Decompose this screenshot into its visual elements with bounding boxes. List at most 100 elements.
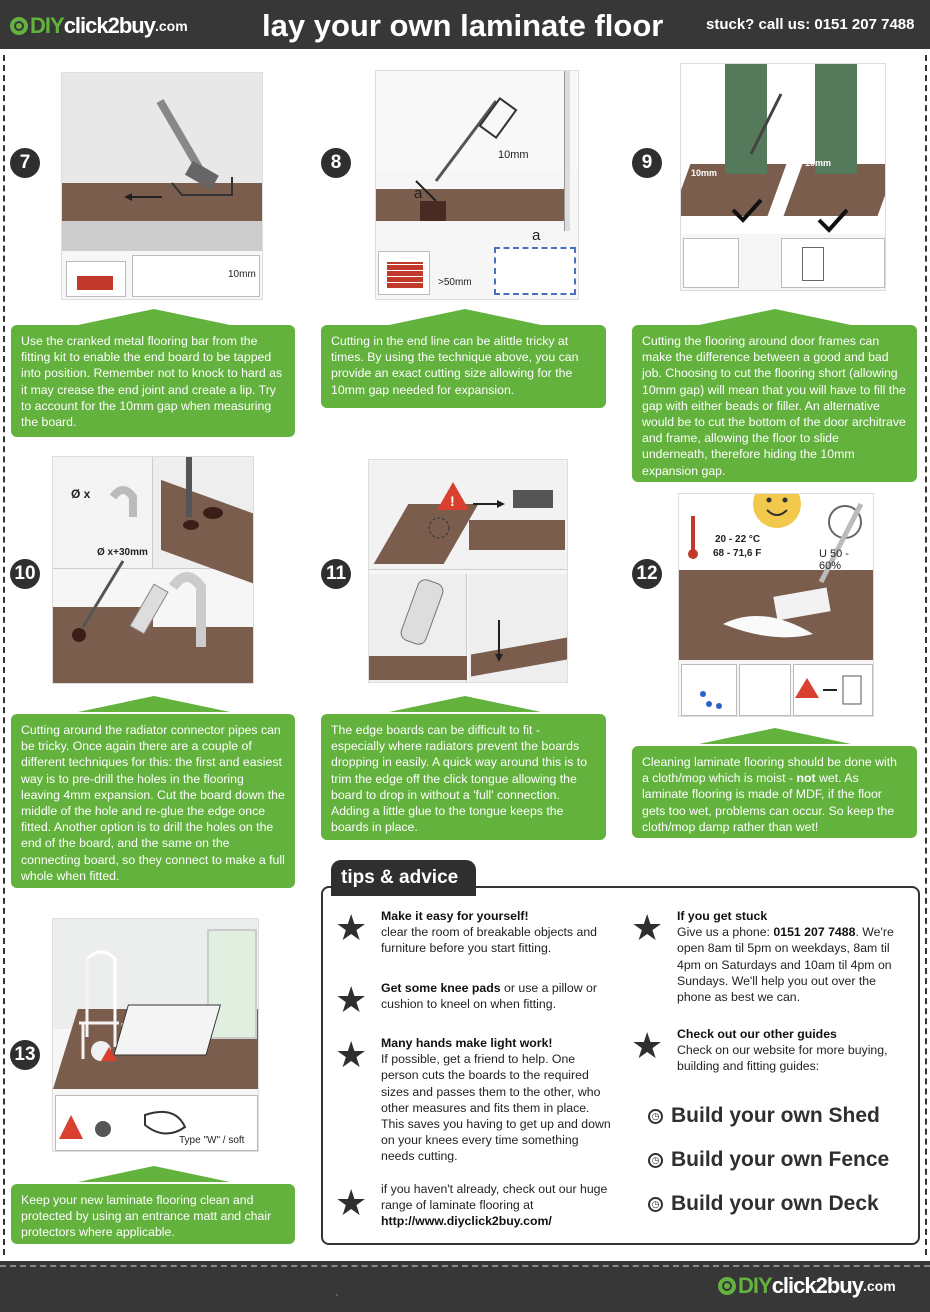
step-13-illustration: Type "W" / soft: [52, 918, 259, 1152]
tip-1-star-icon: ★: [335, 907, 368, 948]
step-10-illustration: Ø x Ø x+30mm: [52, 456, 254, 684]
logo-suffix: .com: [154, 18, 188, 34]
step-8-label-a1: a: [414, 185, 423, 202]
guide-deck-label: Build your own Deck: [671, 1192, 879, 1215]
logo-ring-icon: [718, 1277, 736, 1295]
step-7-inset-left: [66, 261, 126, 297]
guide-link-fence[interactable]: ◷ Build your own Fence: [648, 1148, 889, 1172]
tips-panel: [321, 886, 920, 1245]
checkmark-icon: [731, 93, 849, 233]
step-12-inset-1: [681, 664, 737, 716]
tip-5-star-icon: ★: [631, 907, 664, 948]
logo-prefix: DIY: [30, 13, 65, 38]
step-9-number: 9: [632, 148, 662, 178]
step-9-arrow: [699, 309, 851, 325]
tip-3-star-icon: ★: [335, 1034, 368, 1075]
logo-mid: click2buy: [63, 13, 156, 38]
website-link[interactable]: http://www.diyclick2buy.com/: [381, 1214, 552, 1229]
saw-icon: [415, 96, 518, 202]
step-12-caption-part-1: Cleaning laminate flooring should be don…: [642, 755, 897, 786]
step-12-number: 12: [632, 559, 662, 589]
tip-5-body-1: Give us a phone:: [677, 925, 774, 940]
tip-2-title: Get some knee pads: [381, 981, 501, 995]
step-8-dim-label: 10mm: [498, 149, 529, 161]
step-12-caption-strong: not: [796, 771, 816, 786]
step-11-caption: The edge boards can be difficult to fit …: [321, 714, 606, 840]
header-contact[interactable]: stuck? call us: 0151 207 7488: [706, 16, 915, 33]
tip-6-body: Check on our website for more buying, bu…: [677, 1043, 888, 1074]
tip-5-body-2: . We're open 8am til 5pm on weekdays, 8a…: [677, 925, 894, 1005]
step-10-arrow: [78, 696, 230, 712]
step-8-number: 8: [321, 148, 351, 178]
tips-heading: tips & advice: [331, 860, 476, 896]
step-13-inset: [55, 1095, 258, 1151]
step-10-number: 10: [10, 559, 40, 589]
guide-link-shed[interactable]: ◷ Build your own Shed: [648, 1104, 880, 1128]
step-11-arrow: [389, 696, 541, 712]
step-10-label-x30: Ø x+30mm: [97, 547, 148, 558]
step-12-arrow: [699, 728, 851, 744]
step-12-temp-c: 20 - 22 °C: [715, 534, 761, 545]
smiley-icon: [688, 494, 864, 709]
guide-fence-label: Build your own Fence: [671, 1148, 890, 1171]
tip-1: Make it easy for yourself! clear the room…: [381, 908, 611, 957]
tip-4: if you haven't already, check out our hu…: [381, 1181, 611, 1230]
guide-link-deck[interactable]: ◷Build your own Deck: [648, 1192, 879, 1216]
step-12-caption-part-2: wet. As laminate flooring is made of MDF…: [642, 771, 895, 834]
step-12-caption: Cleaning laminate flooring should be don…: [632, 746, 917, 838]
footer-tick-mark: `: [335, 1292, 339, 1306]
step-8-inset-right: [494, 247, 576, 295]
tip-5-phone[interactable]: 0151 207 7488: [773, 925, 856, 940]
step-8-arrow: [389, 309, 541, 325]
step-13-caption: Keep your new laminate flooring clean an…: [11, 1184, 295, 1244]
step-13-number: 13: [10, 1040, 40, 1070]
step-11-number: 11: [321, 559, 351, 589]
step-13-arrow: [78, 1166, 230, 1182]
step-9-inset-left: [683, 238, 739, 288]
logo-ring-icon: [10, 17, 28, 35]
tip-2-star-icon: ★: [335, 979, 368, 1020]
tip-3: Many hands make light work!If possible, …: [381, 1035, 611, 1165]
tip-5-title: If you get stuck: [677, 909, 768, 923]
page-title: lay your own laminate floor: [262, 8, 664, 43]
step-8-label-gap: >50mm: [438, 277, 472, 288]
warning-icon: !: [400, 482, 553, 662]
step-8-illustration: 10mm a a >50mm: [375, 70, 579, 300]
step-8-label-a2: a: [532, 227, 541, 244]
step-7-caption: Use the cranked metal flooring bar from …: [11, 325, 295, 437]
step-7-arrow: [78, 309, 230, 325]
step-12-temp-f: 68 - 71,6 F: [713, 548, 762, 559]
step-7-inset-right: [132, 255, 260, 297]
tip-1-body: clear the room of breakable objects and …: [381, 925, 598, 956]
guide-shed-label: Build your own Shed: [671, 1104, 880, 1127]
step-8-inset-left: [378, 251, 430, 295]
step-12-humidity: U 50 - 60%: [819, 548, 849, 572]
svg-text:!: !: [450, 493, 455, 509]
step-12-illustration: 20 - 22 °C 68 - 71,6 F U 50 - 60%: [678, 493, 874, 717]
step-10-label-x: Ø x: [71, 487, 91, 501]
step-12-inset-2: [739, 664, 791, 716]
step-9-inset-right: [781, 238, 885, 288]
hammer-icon: [124, 98, 233, 201]
step-9-illustration: 10mm 10mm: [680, 63, 886, 291]
tip-1-title: Make it easy for yourself!: [381, 909, 529, 923]
clock-icon: ◷: [648, 1108, 663, 1124]
step-10-caption: Cutting around the radiator connector pi…: [11, 714, 295, 888]
step-7-illustration: 10mm: [61, 72, 263, 300]
tip-4-body: if you haven't already, check out our hu…: [381, 1182, 608, 1213]
step-9-dim-label-2: 10mm: [805, 158, 832, 168]
step-7-dim-label: 10mm: [228, 269, 256, 280]
clock-icon: ◷: [648, 1152, 663, 1168]
tip-2: Get some knee pads or use a pillow or cu…: [381, 980, 611, 1012]
step-9-caption: Cutting the flooring around door frames …: [632, 325, 917, 482]
tip-3-title: Many hands make light work!: [381, 1036, 553, 1050]
tip-2-body: or use a pillow or cushion to kneel on w…: [381, 981, 597, 1012]
content-frame: [3, 55, 927, 1255]
drill-icon: [72, 457, 223, 647]
